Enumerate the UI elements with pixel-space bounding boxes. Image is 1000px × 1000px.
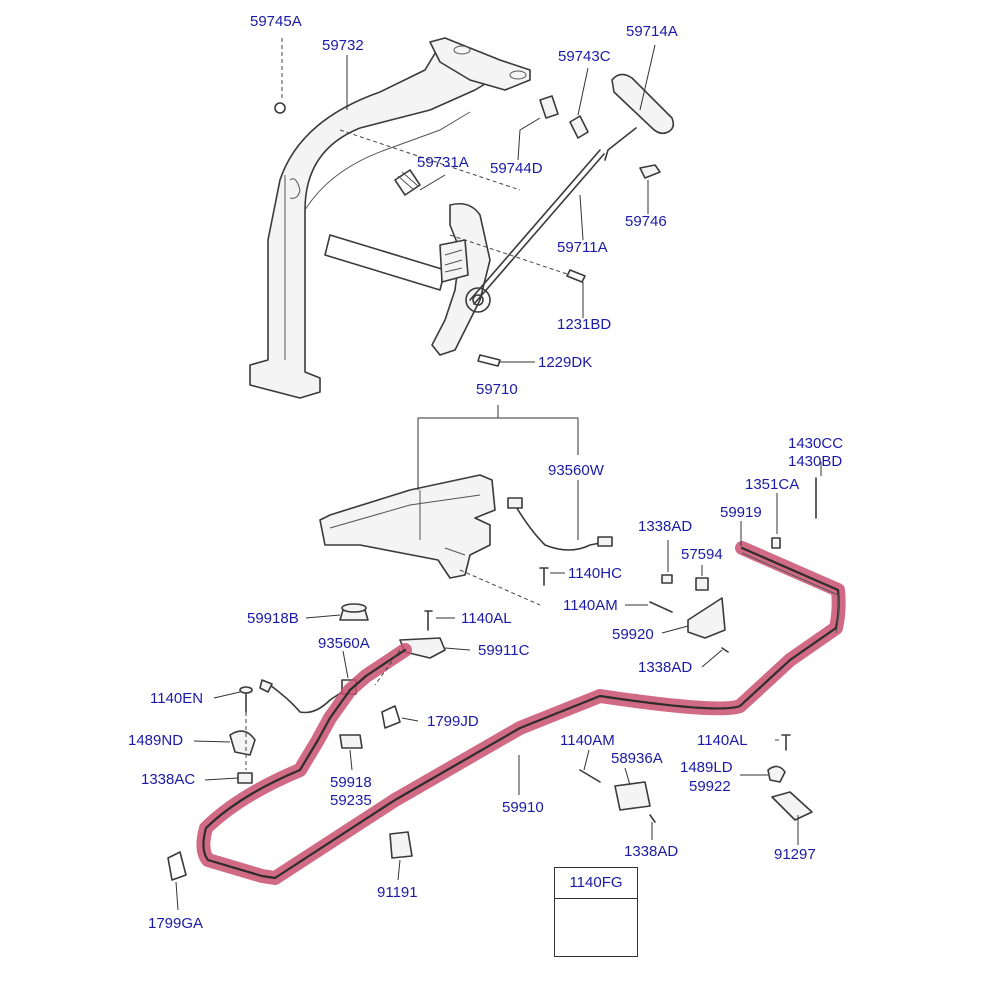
label-93560W: 93560W xyxy=(548,462,604,479)
label-59743C: 59743C xyxy=(558,48,611,65)
label-1799JD: 1799JD xyxy=(427,713,479,730)
label-59710: 59710 xyxy=(476,381,518,398)
lever-ratchet-assembly xyxy=(394,169,491,356)
label-59745A: 59745A xyxy=(250,13,302,30)
label-1140FG: 1140FG xyxy=(555,868,637,899)
label-59711A: 59711A xyxy=(557,239,608,256)
label-1799GA: 1799GA xyxy=(148,915,204,932)
label-1489LD: 1489LD xyxy=(680,759,733,776)
label-1231BD: 1231BD xyxy=(557,316,612,333)
label-59744D: 59744D xyxy=(490,160,543,177)
label-59235: 59235 xyxy=(330,792,372,809)
lever-cover xyxy=(319,474,496,579)
hardware-parts xyxy=(167,477,817,881)
label-59731A: 59731A xyxy=(417,154,469,171)
label-57594: 57594 xyxy=(681,546,723,563)
label-1140EN: 1140EN xyxy=(150,690,204,707)
switch-wire-93560W xyxy=(507,497,613,551)
label-59732: 59732 xyxy=(322,37,364,54)
label-1338AD-bottom: 1338AD xyxy=(624,843,679,860)
label-1229DK: 1229DK xyxy=(538,354,593,371)
leader-lines xyxy=(175,38,822,911)
label-1338AC: 1338AC xyxy=(141,771,196,788)
label-1140AL-upper: 1140AL xyxy=(461,610,512,627)
label-59714A: 59714A xyxy=(626,23,678,40)
label-91297: 91297 xyxy=(774,846,816,863)
label-1489ND: 1489ND xyxy=(128,732,184,749)
label-1351CA: 1351CA xyxy=(745,476,800,493)
label-1140AL-lower: 1140AL xyxy=(697,732,748,749)
label-59922: 59922 xyxy=(689,778,731,795)
label-59911C: 59911C xyxy=(478,642,530,659)
label-1338AD-top: 1338AD xyxy=(638,518,693,535)
cable-59910 xyxy=(196,541,846,885)
label-1140HC: 1140HC xyxy=(568,565,622,582)
label-59920: 59920 xyxy=(612,626,654,643)
label-59746: 59746 xyxy=(625,213,667,230)
label-59918B: 59918B xyxy=(247,610,299,627)
label-1140AM-lower: 1140AM xyxy=(560,732,615,749)
label-1430BD: 1430BD xyxy=(788,453,843,470)
label-59918: 59918 xyxy=(330,774,372,791)
label-1140AM-upper: 1140AM xyxy=(563,597,618,614)
label-93560A: 93560A xyxy=(318,635,370,652)
label-1430CC: 1430CC xyxy=(788,435,844,452)
label-59910: 59910 xyxy=(502,799,544,816)
label-1338AD-mid: 1338AD xyxy=(638,659,693,676)
brake-mounting-bracket xyxy=(249,37,531,399)
label-59919: 59919 xyxy=(720,504,762,521)
label-58936A: 58936A xyxy=(611,750,663,767)
label-91191: 91191 xyxy=(377,884,418,901)
callout-box-1140FG: 1140FG xyxy=(554,867,638,957)
release-handle-and-rod xyxy=(274,73,675,367)
